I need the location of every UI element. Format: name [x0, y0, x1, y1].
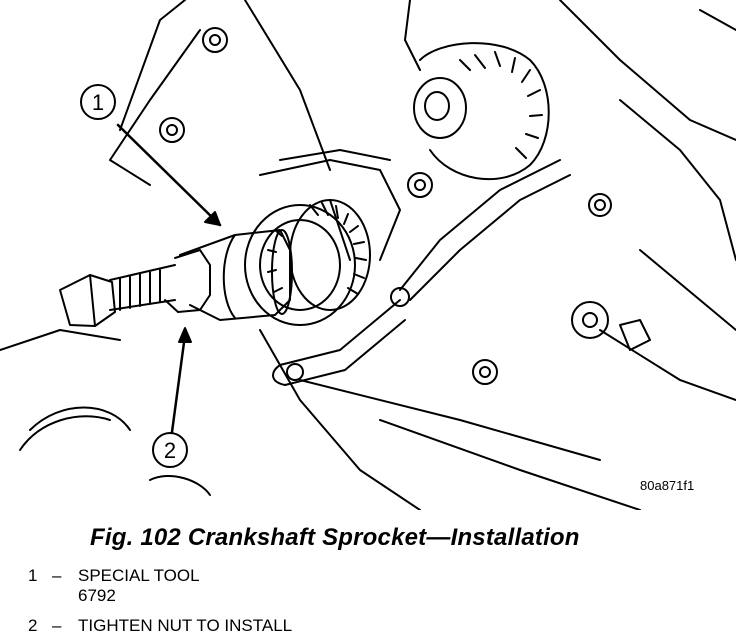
callout-leaders — [80, 84, 222, 468]
legend-item-2-line-1: TIGHTEN NUT TO INSTALL — [78, 616, 293, 635]
bolts — [159, 27, 651, 385]
legend-item-1-number: 1 — [28, 566, 38, 585]
legend-item-2: 2 – TIGHTEN NUT TO INSTALL — [28, 616, 292, 636]
legend-item-2-number: 2 — [28, 616, 38, 635]
special-tool-body — [179, 229, 293, 321]
figure-reference-code: 80a871f1 — [640, 478, 695, 493]
crankshaft-sprocket-illustration: 1 2 — [0, 0, 736, 510]
figure-caption: Fig. 102 Crankshaft Sprocket—Installatio… — [90, 524, 580, 551]
callout-2-circle — [152, 432, 188, 468]
legend-item-1-line-2: 6792 — [78, 586, 116, 605]
legend-item-1-dash: – — [52, 566, 62, 585]
threaded-rod-and-nut — [59, 249, 211, 327]
callout-1-circle — [80, 84, 116, 120]
callout-1-number: 1 — [92, 90, 104, 115]
legend-item-1-line-1: SPECIAL TOOL — [78, 566, 200, 585]
legend-item-1: 1 – SPECIAL TOOL 6792 — [28, 566, 292, 606]
legend-item-2-dash: – — [52, 616, 62, 635]
engine-block-outline — [0, 0, 736, 510]
water-pump-sprocket — [413, 42, 550, 181]
belt-cover-bracket — [259, 149, 571, 386]
crankshaft-sprocket — [244, 199, 371, 326]
callout-2-number: 2 — [164, 438, 176, 463]
callout-legend: 1 – SPECIAL TOOL 6792 2 – TIGHTEN NUT TO… — [28, 566, 292, 636]
